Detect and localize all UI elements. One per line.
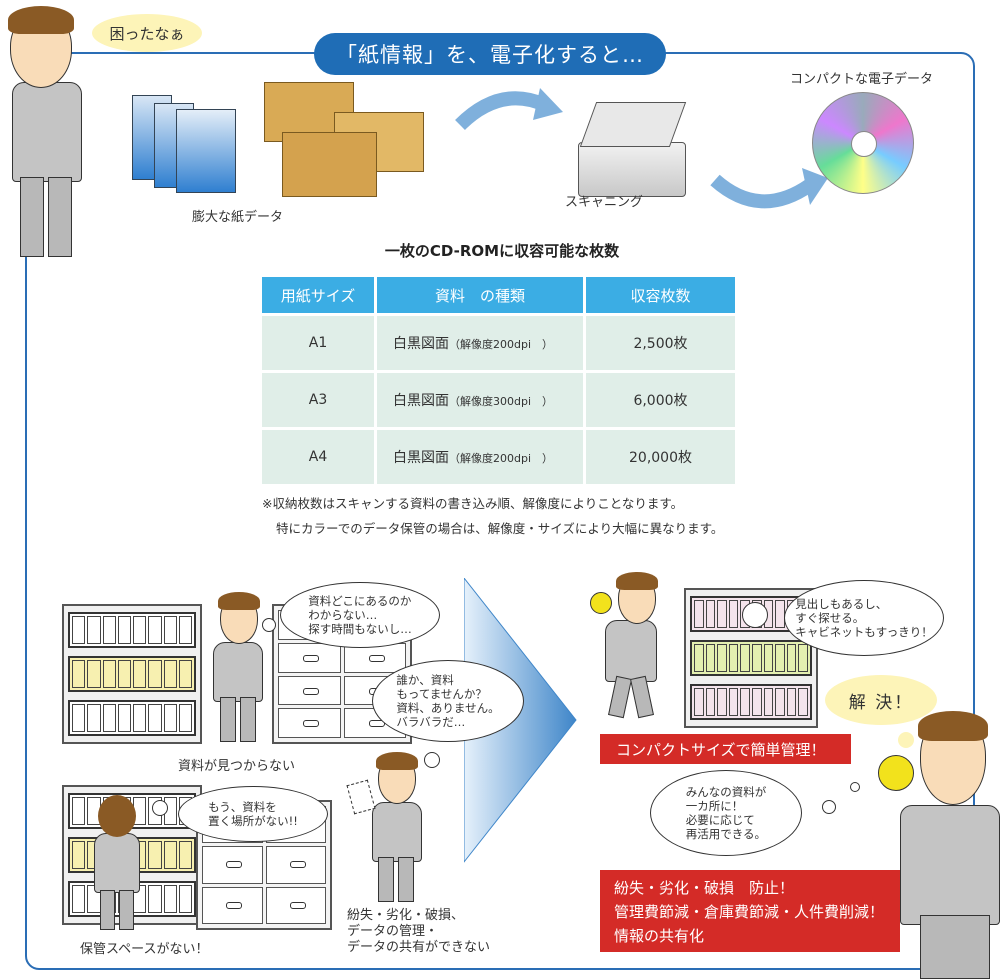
happy-man-with-cd-illustration — [590, 572, 670, 722]
cell-size: A3 — [262, 373, 374, 427]
type-text: 白黒図面 — [393, 393, 449, 409]
table-header-row: 用紙サイズ 資料 の種類 収容枚数 — [262, 277, 735, 313]
capacity-note: ※収納枚数はスキャンする資料の書き込み順、解像度によりことなります。 — [262, 496, 684, 511]
thought-dot — [424, 752, 440, 768]
curved-arrow-icon — [455, 88, 563, 130]
page-title: 「紙情報」を、電子化すると… — [314, 33, 666, 75]
thought-dot — [742, 602, 768, 628]
cell-count: 6,000枚 — [586, 373, 735, 427]
benefit-item: 管理費節減・倉庫費節減・人件費削減！ — [614, 903, 885, 921]
type-text: 白黒図面 — [393, 450, 449, 466]
paper-data-label: 膨大な紙データ — [192, 210, 284, 225]
resolution-text: （解像度200dpi ） — [449, 338, 554, 351]
scanner-illustration — [578, 102, 690, 202]
benefit-item: 情報の共有化 — [614, 927, 705, 945]
man-with-papers-illustration — [346, 752, 430, 907]
man-from-behind-illustration — [92, 795, 142, 935]
resolution-text: （解像度200dpi ） — [449, 452, 554, 465]
speech-bubble-share: みんなの資料が 一カ所に！ 必要に応じて 再活用できる。 — [650, 770, 802, 856]
thought-dot — [822, 800, 836, 814]
speech-bubble-found: 見出しもあるし、 すぐ探せる。 キャビネットもすっきり！ — [784, 580, 944, 656]
capacity-note: 特にカラーでのデータ保管の場合は、解像度・サイズにより大幅に異なります。 — [276, 521, 724, 536]
thought-dot — [898, 732, 914, 748]
worry-thought-bubble: 困ったなぁ — [92, 14, 202, 52]
not-found-label: 資料が見つからない — [178, 759, 296, 774]
speech-bubble-where: 資料どこにあるのか わからない… 探す時間もないし… — [280, 582, 440, 648]
type-text: 白黒図面 — [393, 336, 449, 352]
binders-illustration — [132, 95, 242, 195]
benefits-box: 紛失・劣化・破損 防止！ 管理費節減・倉庫費節減・人件費削減！ 情報の共有化 — [600, 870, 900, 952]
curved-arrow-icon — [710, 168, 828, 209]
loss-label: 紛失・劣化・破損、 データの管理・ データの共有ができない — [347, 908, 491, 955]
capacity-table: 用紙サイズ 資料 の種類 収容枚数 A1 白黒図面（解像度200dpi ） 2,… — [259, 274, 738, 487]
benefit-item: 紛失・劣化・破損 防止！ — [614, 879, 795, 897]
table-row: A4 白黒図面（解像度200dpi ） 20,000枚 — [262, 430, 735, 484]
cell-count: 2,500枚 — [586, 316, 735, 370]
column-header-count: 収容枚数 — [586, 277, 735, 313]
presenting-man-illustration — [870, 711, 1004, 979]
cell-size: A4 — [262, 430, 374, 484]
cell-type: 白黒図面（解像度200dpi ） — [377, 430, 583, 484]
scanning-label: スキャニング — [565, 195, 644, 210]
column-header-type: 資料 の種類 — [377, 277, 583, 313]
thought-dot — [262, 618, 276, 632]
solved-thought-bubble: 解 決！ — [825, 675, 937, 725]
table-row: A3 白黒図面（解像度300dpi ） 6,000枚 — [262, 373, 735, 427]
confused-man-illustration — [208, 592, 268, 747]
thought-dot — [850, 782, 860, 792]
compact-management-banner: コンパクトサイズで簡単管理！ — [600, 734, 851, 764]
thought-dot — [152, 800, 168, 816]
resolution-text: （解像度300dpi ） — [449, 395, 554, 408]
transition-arrow-icon — [464, 578, 577, 863]
speech-bubble-no-space: もう、資料を 置く場所がない!! — [178, 786, 328, 842]
worried-man-illustration — [2, 2, 97, 262]
digital-data-label: コンパクトな電子データ — [790, 72, 934, 87]
cluttered-shelf-illustration — [62, 604, 202, 744]
cd-rom-icon — [812, 92, 914, 194]
cell-count: 20,000枚 — [586, 430, 735, 484]
speech-bubble-anyone: 誰か、資料 もってませんか？ 資料、ありません。 バラバラだ… — [372, 660, 524, 742]
no-space-label: 保管スペースがない！ — [80, 942, 209, 957]
capacity-table-title: 一枚のCD-ROMに収容可能な枚数 — [384, 242, 620, 260]
cardboard-boxes-illustration — [262, 82, 427, 202]
cell-type: 白黒図面（解像度300dpi ） — [377, 373, 583, 427]
column-header-size: 用紙サイズ — [262, 277, 374, 313]
table-row: A1 白黒図面（解像度200dpi ） 2,500枚 — [262, 316, 735, 370]
cell-size: A1 — [262, 316, 374, 370]
cell-type: 白黒図面（解像度200dpi ） — [377, 316, 583, 370]
